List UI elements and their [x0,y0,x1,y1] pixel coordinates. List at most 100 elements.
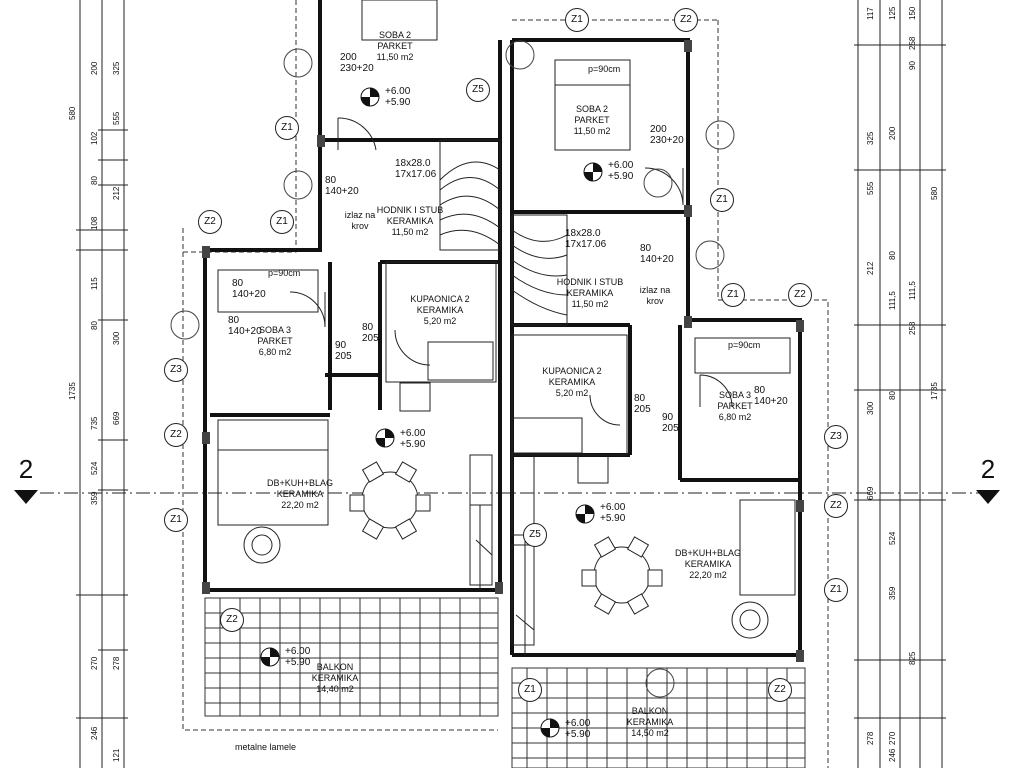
wall-mark: Z1 [275,116,299,140]
section-label-right: 2 [980,454,996,484]
wall-mark: Z1 [824,578,848,602]
wall-mark: Z2 [220,608,244,632]
dim-text: 80 [90,321,99,330]
wall-mark: Z2 [674,8,698,32]
dim-text: 825 [908,651,917,665]
level-value: +6.00+5.90 [565,718,591,740]
dim-text: 555 [866,181,875,195]
dim-text: 555 [112,111,121,125]
dim-text: 270 [888,731,897,745]
dim-text: 524 [888,531,897,545]
dim-text: 125 [888,6,897,20]
wall-mark: Z1 [270,210,294,234]
dim-text: 325 [866,131,875,145]
dim-text: 300 [866,401,875,415]
door-swings [289,117,733,631]
level-value: +6.00+5.90 [400,428,426,450]
wall-mark: Z1 [164,508,188,532]
dim-text: 111,5 [908,281,917,300]
dim-text: 108 [90,216,99,230]
opening-label: p=90cm [728,340,761,350]
opening-label: p=90cm [588,64,621,74]
dim-text: 258 [908,321,917,335]
wall-mark: Z5 [466,78,490,102]
dim-text: 1735 [930,382,939,400]
dim-text: 669 [866,486,875,500]
level-value: +6.00+5.90 [285,646,311,668]
stairs-left [439,139,501,251]
dim-text: 150 [908,6,917,20]
dim-text: 80 [888,391,897,400]
walls-left [203,0,502,592]
level-value: +6.00+5.90 [600,502,626,524]
wall-mark: Z1 [518,678,542,702]
wall-mark: Z3 [824,425,848,449]
dim-text: 1735 [68,382,77,400]
column-markers [202,40,804,662]
wall-mark: Z2 [768,678,792,702]
wall-mark: Z2 [164,423,188,447]
dim-text: 359 [888,586,897,600]
dim-text: 278 [866,731,875,745]
wall-mark: Z1 [710,188,734,212]
dining-table-right [581,536,663,615]
level-markers [260,87,603,738]
wall-mark: Z3 [164,358,188,382]
wall-mark: Z2 [788,283,812,307]
dim-text: 278 [112,656,121,670]
dim-text: 246 [90,726,99,740]
left-dimension-lines [76,0,128,768]
dim-text: 212 [866,261,875,275]
dim-text: 200 [90,61,99,75]
dim-text: 117 [866,7,875,20]
right-dimension-lines [854,0,946,768]
level-value: +6.00+5.90 [385,86,411,108]
section-line [14,490,1000,504]
dining-table-left [349,461,431,540]
dim-text: 80 [90,176,99,185]
dim-text: 111,5 [888,291,897,310]
wall-mark: Z2 [824,494,848,518]
dim-text: 246 [888,748,897,762]
dim-text: 524 [90,461,99,475]
balcony-left-grid [204,597,499,717]
dim-text: 121 [112,748,121,762]
dim-text: 270 [90,656,99,670]
dim-text: 80 [888,251,897,260]
dim-text: 580 [930,186,939,200]
level-value: +6.00+5.90 [608,160,634,182]
dim-text: 212 [112,186,121,200]
opening-label: p=90cm [268,268,301,278]
section-label-left: 2 [18,454,34,484]
balcony-right-grid [511,667,806,768]
dim-text: 669 [112,411,121,425]
note-lamele: metalne lamele [235,742,297,752]
reference-circles [170,40,735,698]
wall-mark: Z5 [523,523,547,547]
dim-text: 735 [90,416,99,430]
armchairs [243,526,769,639]
dim-text: 102 [90,131,99,145]
